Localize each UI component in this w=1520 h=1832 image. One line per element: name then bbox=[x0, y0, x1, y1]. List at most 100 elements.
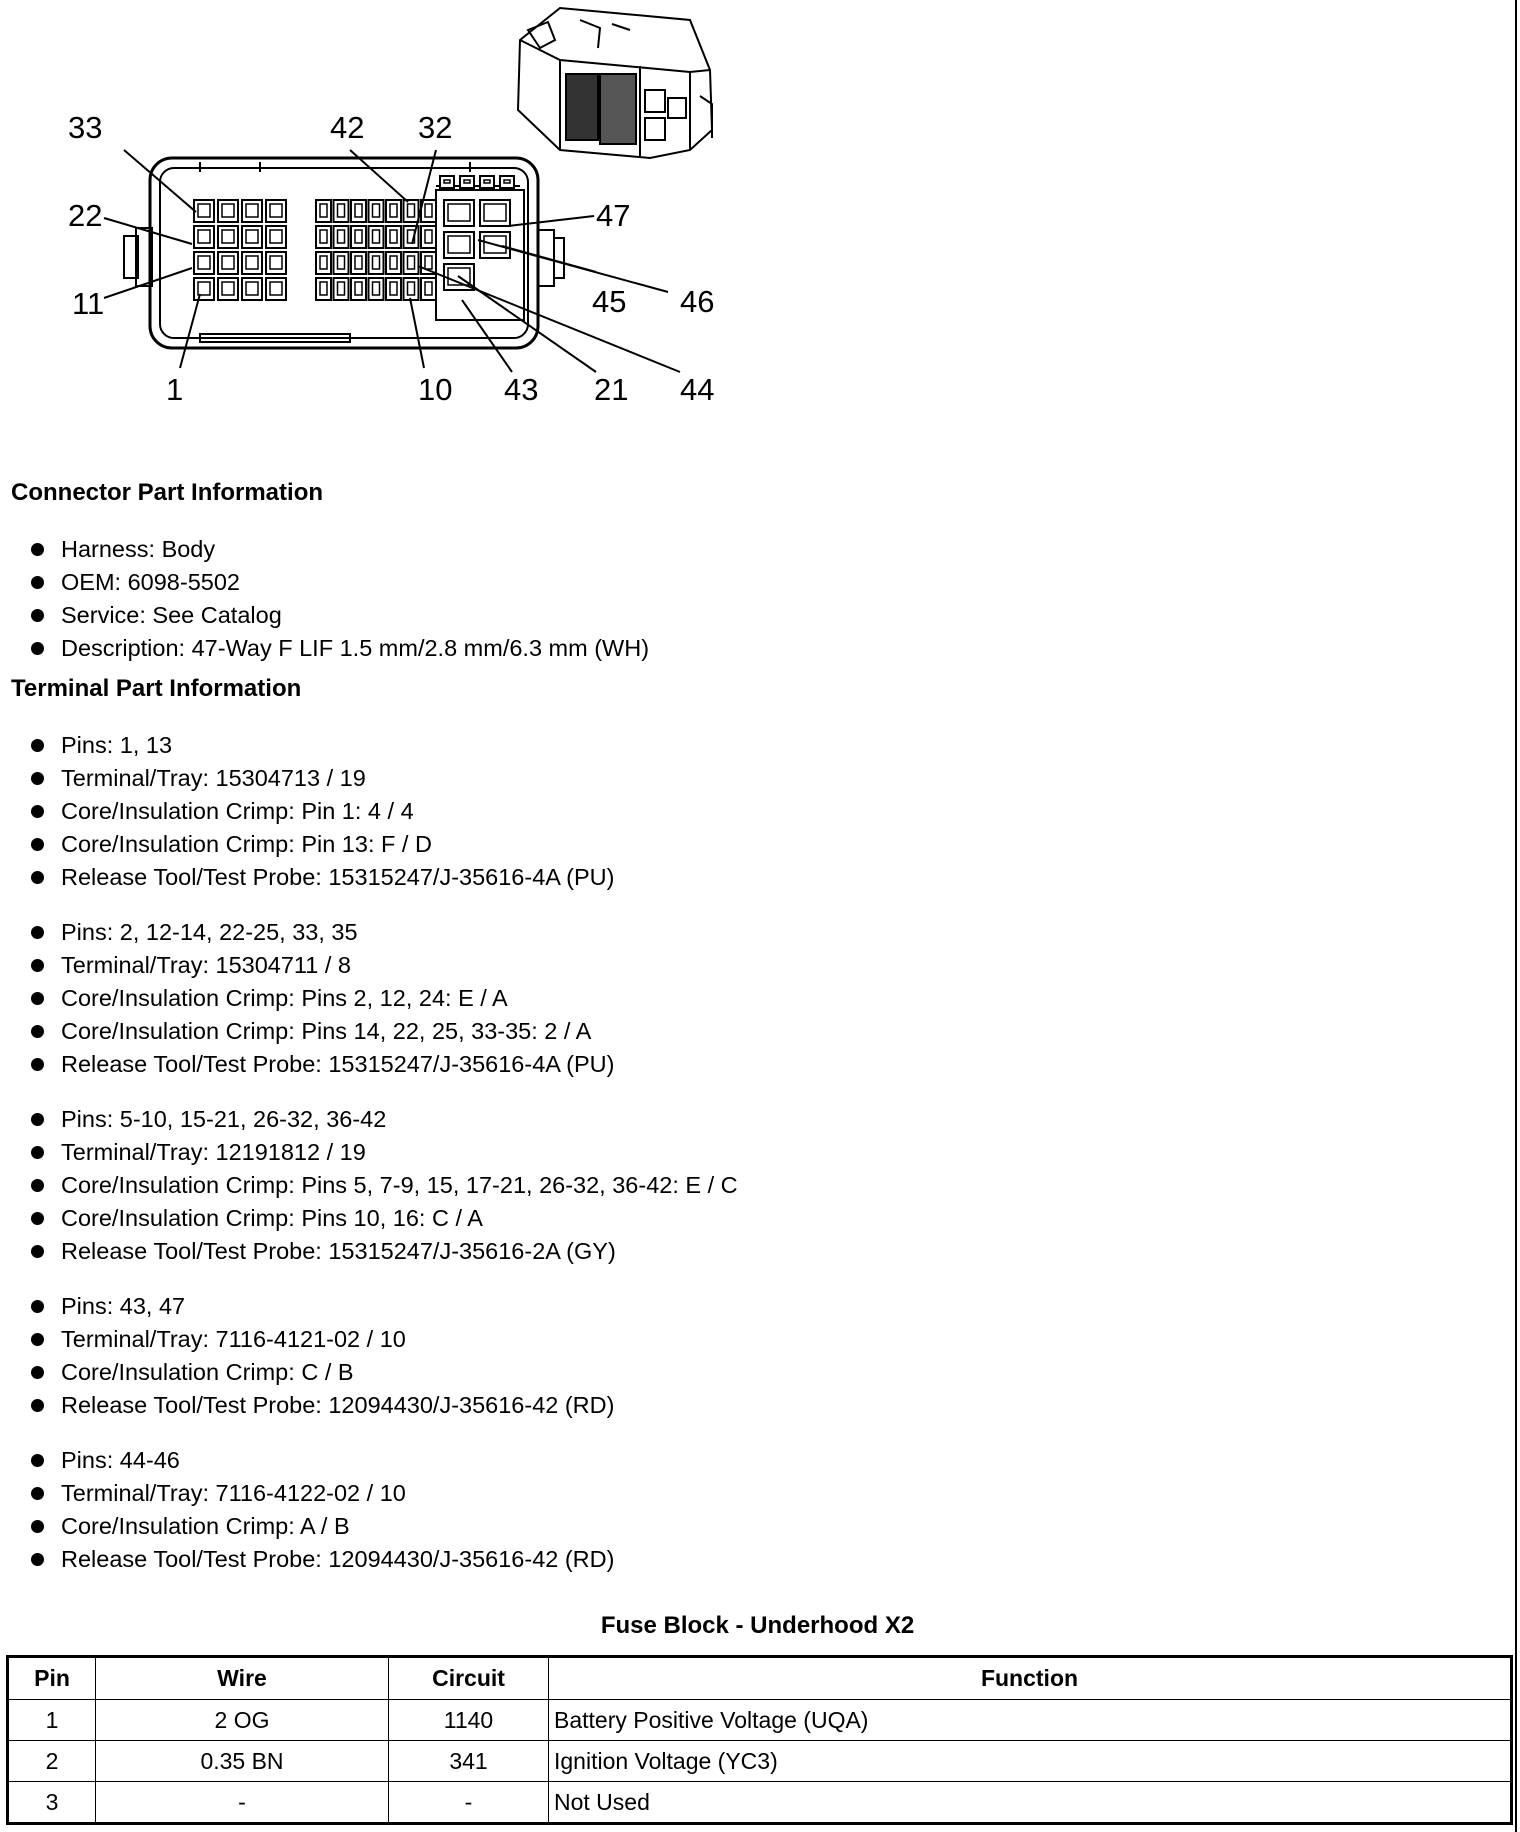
pin-cavity-inner bbox=[483, 203, 507, 222]
bullet-icon bbox=[31, 576, 44, 589]
bullet-icon bbox=[31, 739, 44, 752]
pin-label-43: 43 bbox=[504, 372, 538, 407]
cell-pin: 2 bbox=[7, 1740, 96, 1782]
pin-number-labels: 33 42 32 22 47 11 45 46 1 10 43 21 44 bbox=[68, 110, 714, 407]
pin-cavity-inner bbox=[269, 281, 283, 296]
bullet-icon bbox=[31, 1487, 44, 1500]
list-item: Core/Insulation Crimp: Pin 1: 4 / 4 bbox=[28, 795, 614, 828]
pin-label-10: 10 bbox=[418, 372, 452, 407]
pin-cavity-inner bbox=[245, 229, 259, 244]
list-item: Core/Insulation Crimp: Pins 10, 16: C / … bbox=[28, 1202, 738, 1235]
connector-diagram: 33 42 32 22 47 11 45 46 1 10 43 21 44 bbox=[0, 0, 760, 420]
list-item: Core/Insulation Crimp: C / B bbox=[28, 1356, 614, 1389]
pin-label-32: 32 bbox=[418, 110, 452, 145]
terminal-group-5: Pins: 44-46 Terminal/Tray: 7116-4122-02 … bbox=[28, 1444, 614, 1576]
pin-cavity-inner bbox=[245, 203, 259, 218]
list-item: Core/Insulation Crimp: A / B bbox=[28, 1510, 614, 1543]
terminal-group-3: Pins: 5-10, 15-21, 26-32, 36-42 Terminal… bbox=[28, 1103, 738, 1268]
pin-cavity-inner bbox=[245, 255, 259, 270]
bullet-icon bbox=[31, 772, 44, 785]
pin-label-44: 44 bbox=[680, 372, 714, 407]
bullet-icon bbox=[31, 1553, 44, 1566]
terminal-group-1: Pins: 1, 13 Terminal/Tray: 15304713 / 19… bbox=[28, 729, 614, 894]
pin-label-21: 21 bbox=[594, 372, 628, 407]
pin-cavity-inner bbox=[336, 255, 346, 270]
pin-cavity-inner bbox=[371, 281, 381, 296]
pin-cavity-grid bbox=[193, 175, 515, 301]
list-item: Terminal/Tray: 15304711 / 8 bbox=[28, 949, 614, 982]
bullet-icon bbox=[31, 1454, 44, 1467]
bullet-icon bbox=[31, 1366, 44, 1379]
pin-cavity-inner bbox=[336, 281, 346, 296]
bullet-icon bbox=[31, 926, 44, 939]
column-header-wire: Wire bbox=[95, 1656, 389, 1700]
list-item: Terminal/Tray: 15304713 / 19 bbox=[28, 762, 614, 795]
column-header-circuit: Circuit bbox=[388, 1656, 549, 1700]
list-item: Service: See Catalog bbox=[28, 599, 649, 632]
pin-cavity-inner bbox=[389, 203, 398, 218]
bullet-icon bbox=[31, 1058, 44, 1071]
connector-part-info-heading: Connector Part Information bbox=[11, 479, 324, 506]
pin-label-1: 1 bbox=[166, 372, 183, 407]
list-item: Release Tool/Test Probe: 15315247/J-3561… bbox=[28, 861, 614, 894]
pin-cavity-inner bbox=[371, 229, 381, 244]
connector-drawing: 33 42 32 22 47 11 45 46 1 10 43 21 44 bbox=[68, 6, 714, 407]
list-item: Pins: 5-10, 15-21, 26-32, 36-42 bbox=[28, 1103, 738, 1136]
cell-circuit: 341 bbox=[388, 1740, 549, 1782]
pin-cavity-inner bbox=[269, 203, 283, 218]
list-item: Release Tool/Test Probe: 12094430/J-3561… bbox=[28, 1389, 614, 1422]
list-item: Core/Insulation Crimp: Pin 13: F / D bbox=[28, 828, 614, 861]
cell-wire: 2 OG bbox=[95, 1699, 389, 1741]
terminal-group-2: Pins: 2, 12-14, 22-25, 33, 35 Terminal/T… bbox=[28, 916, 614, 1081]
table-row: 2 0.35 BN 341 Ignition Voltage (YC3) bbox=[7, 1740, 1512, 1782]
table-header-row: Pin Wire Circuit Function bbox=[7, 1656, 1512, 1700]
pin-cavity-inner bbox=[389, 229, 398, 244]
cell-wire: 0.35 BN bbox=[95, 1740, 389, 1782]
pin-cavity-inner bbox=[424, 229, 433, 244]
terminal-group-4: Pins: 43, 47 Terminal/Tray: 7116-4121-02… bbox=[28, 1290, 614, 1422]
pin-cavity-inner bbox=[503, 179, 511, 184]
bullet-icon bbox=[31, 543, 44, 556]
bullet-icon bbox=[31, 642, 44, 655]
pin-cavity-inner bbox=[197, 255, 211, 270]
list-item: Pins: 2, 12-14, 22-25, 33, 35 bbox=[28, 916, 614, 949]
pin-cavity-inner bbox=[483, 179, 491, 184]
leader-lines bbox=[103, 149, 681, 373]
list-item: Terminal/Tray: 7116-4122-02 / 10 bbox=[28, 1477, 614, 1510]
pin-cavity-inner bbox=[269, 229, 283, 244]
bullet-icon bbox=[31, 1333, 44, 1346]
bullet-icon bbox=[31, 1146, 44, 1159]
bullet-icon bbox=[31, 959, 44, 972]
pin-label-22: 22 bbox=[68, 198, 102, 233]
list-item: Release Tool/Test Probe: 12094430/J-3561… bbox=[28, 1543, 614, 1576]
list-item: Release Tool/Test Probe: 15315247/J-3561… bbox=[28, 1235, 738, 1268]
pin-cavity-inner bbox=[245, 281, 259, 296]
pin-label-11: 11 bbox=[72, 286, 104, 321]
pin-label-46: 46 bbox=[680, 284, 714, 319]
column-header-function: Function bbox=[548, 1656, 1512, 1700]
pin-cavity bbox=[459, 175, 475, 189]
pin-cavity bbox=[499, 175, 515, 189]
bullet-icon bbox=[31, 1179, 44, 1192]
pin-cavity-inner bbox=[443, 179, 451, 184]
table-row: 1 2 OG 1140 Battery Positive Voltage (UQ… bbox=[7, 1699, 1512, 1741]
pin-cavity-inner bbox=[197, 203, 211, 218]
bullet-icon bbox=[31, 609, 44, 622]
pin-cavity-inner bbox=[197, 229, 211, 244]
pin-cavity-inner bbox=[319, 281, 328, 296]
page-right-border bbox=[1515, 0, 1517, 1832]
pin-cavity-inner bbox=[389, 281, 398, 296]
pin-label-33: 33 bbox=[68, 110, 102, 145]
pin-cavity-inner bbox=[354, 255, 363, 270]
pin-cavity-inner bbox=[336, 229, 346, 244]
bullet-icon bbox=[31, 1212, 44, 1225]
pin-cavity-inner bbox=[371, 203, 381, 218]
cell-function: Ignition Voltage (YC3) bbox=[548, 1740, 1512, 1782]
pin-cavity-inner bbox=[389, 255, 398, 270]
bullet-icon bbox=[31, 1399, 44, 1412]
pin-table: Pin Wire Circuit Function 1 2 OG 1140 Ba… bbox=[6, 1655, 1513, 1825]
bullet-icon bbox=[31, 1520, 44, 1533]
cell-pin: 3 bbox=[7, 1781, 96, 1824]
cell-wire: - bbox=[95, 1781, 389, 1824]
pin-cavity-inner bbox=[197, 281, 211, 296]
